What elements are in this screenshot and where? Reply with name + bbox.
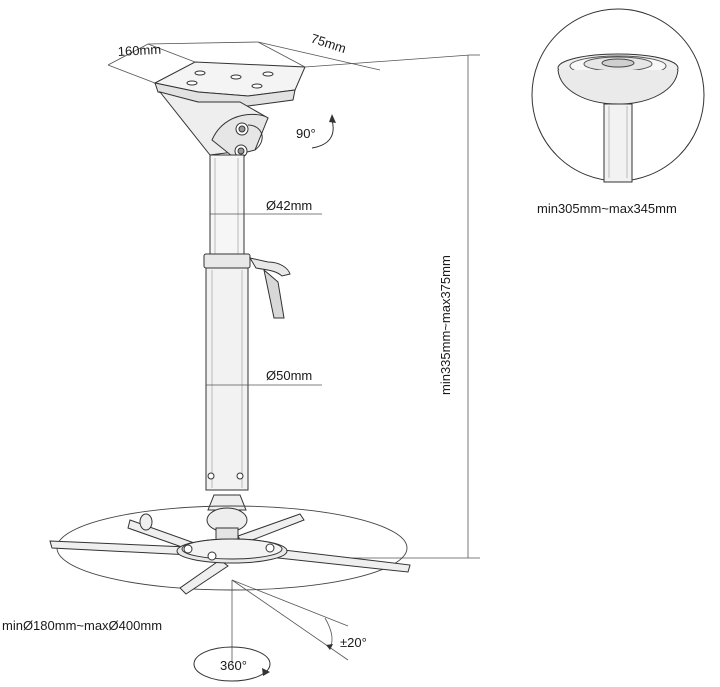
lower-tube-diameter-label: Ø50mm <box>266 368 312 383</box>
swivel-indicator <box>231 579 349 664</box>
plate-depth-label: 75mm <box>309 31 348 56</box>
rotation-360-icon <box>193 646 271 682</box>
tilt-arrow-icon <box>311 119 334 149</box>
swivel-angle-label: ±20° <box>340 635 367 650</box>
center-plate <box>176 538 288 564</box>
bracket-range-label: minØ180mm~maxØ400mm <box>2 618 162 633</box>
upper-tube <box>209 154 245 258</box>
rotation-label: 360° <box>220 658 247 673</box>
plate-dimension-lines <box>107 41 480 84</box>
total-height-label: min335mm~max375mm <box>438 255 453 395</box>
ceiling-plate <box>153 61 306 107</box>
mounting-arms <box>49 513 411 595</box>
tilt-angle-label: 90° <box>296 126 316 141</box>
plate-width-label: 160mm <box>117 42 161 59</box>
lower-tube <box>205 267 249 491</box>
height-clamp <box>203 253 291 319</box>
detail-range-label: min305mm~max345mm <box>537 201 677 216</box>
detail-circle <box>531 8 705 183</box>
upper-tube-diameter-label: Ø42mm <box>266 198 312 213</box>
